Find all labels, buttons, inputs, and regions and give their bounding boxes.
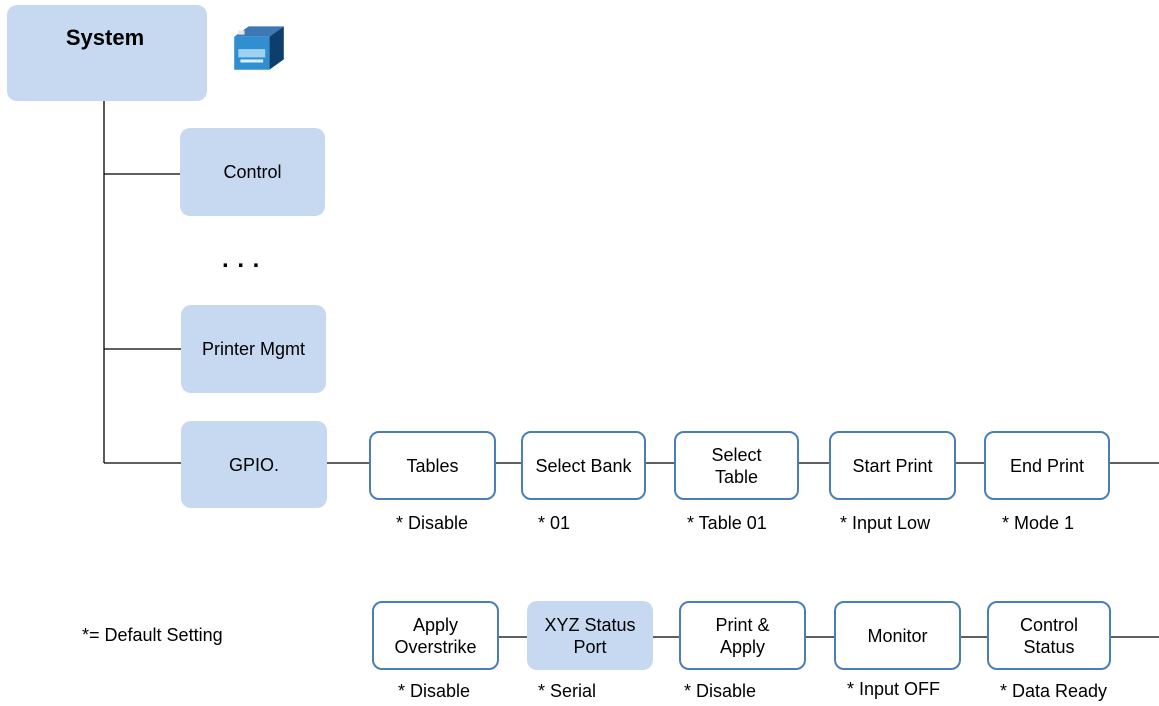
default-apply-overstrike: * Disable — [398, 681, 471, 701]
node-select-bank-label: Select Bank — [535, 455, 632, 476]
node-end-print[interactable]: End Print — [984, 431, 1110, 500]
node-end-print-label: End Print — [1009, 455, 1085, 476]
node-xyz-status-port[interactable]: XYZ Status Port — [527, 601, 653, 670]
node-control-status[interactable]: Control Status — [987, 601, 1111, 670]
node-select-table[interactable]: Select Table — [674, 431, 799, 500]
ellipsis: . . . — [222, 246, 261, 273]
node-control-status-label: Control Status — [1019, 614, 1079, 657]
system-label: System — [65, 25, 145, 50]
node-monitor[interactable]: Monitor — [834, 601, 961, 670]
default-xyz-status-port: * Serial — [538, 681, 597, 701]
default-end-print: * Mode 1 — [1002, 513, 1075, 533]
menu-control-label: Control — [223, 162, 282, 182]
menu-printer-mgmt[interactable]: Printer Mgmt — [181, 305, 326, 393]
node-print-apply-label: Print & Apply — [715, 614, 770, 657]
default-monitor: * Input OFF — [847, 679, 941, 699]
default-start-print: * Input Low — [840, 513, 931, 533]
node-apply-overstrike[interactable]: Apply Overstrike — [372, 601, 499, 670]
default-control-status: * Data Ready — [1000, 681, 1108, 701]
system-node[interactable]: System — [7, 5, 207, 101]
default-tables: * Disable — [396, 513, 469, 533]
node-xyz-status-port-label: XYZ Status Port — [544, 614, 636, 657]
node-monitor-label: Monitor — [867, 625, 928, 646]
node-select-bank[interactable]: Select Bank — [521, 431, 646, 500]
menu-control[interactable]: Control — [180, 128, 325, 216]
menu-printer-mgmt-label: Printer Mgmt — [201, 339, 306, 359]
node-print-apply[interactable]: Print & Apply — [679, 601, 806, 670]
default-select-bank: * 01 — [538, 513, 571, 533]
node-start-print[interactable]: Start Print — [829, 431, 956, 500]
default-select-table: * Table 01 — [687, 513, 767, 533]
default-print-apply: * Disable — [684, 681, 757, 701]
menu-gpio[interactable]: GPIO. — [181, 421, 327, 508]
printer-icon — [234, 26, 284, 70]
node-tables-label: Tables — [406, 455, 459, 476]
node-select-table-label: Select Table — [711, 444, 762, 487]
menu-gpio-label: GPIO. — [228, 454, 279, 475]
legend-text: *= Default Setting — [82, 625, 223, 645]
node-tables[interactable]: Tables — [369, 431, 496, 500]
node-apply-overstrike-label: Apply Overstrike — [394, 614, 477, 657]
node-start-print-label: Start Print — [852, 455, 933, 476]
